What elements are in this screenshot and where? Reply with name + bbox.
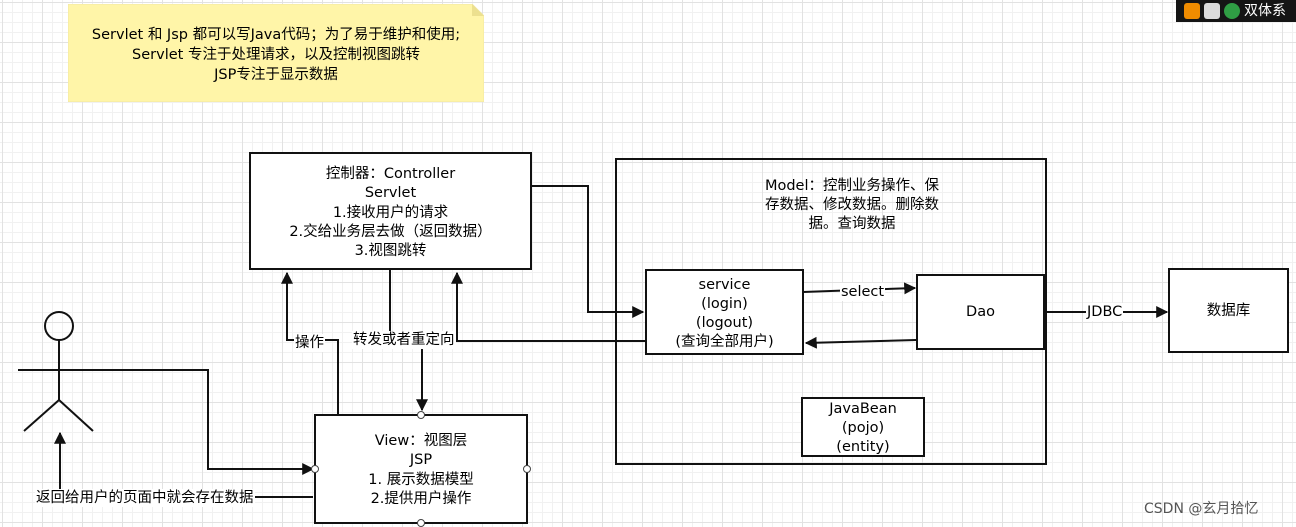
dao-label: Dao [966, 304, 995, 320]
model-desc-2: 存数据、修改数据。删除数 [765, 197, 939, 213]
view-title: View：视图层 [374, 433, 468, 449]
mic-icon[interactable] [1224, 3, 1240, 19]
top-toolbar[interactable]: 双体系 [1176, 0, 1296, 22]
service-login: (login) [701, 296, 748, 312]
edge-label-select: select [840, 283, 886, 301]
controller-step-1: 1.接收用户的请求 [332, 205, 449, 221]
edge-label-jdbc: JDBC [1086, 303, 1124, 321]
controller-step-2: 2.交给业务层去做（返回数据） [289, 224, 492, 240]
view-step-2: 2.提供用户操作 [370, 491, 472, 507]
edge-service-controller [451, 271, 645, 342]
controller-box[interactable] [249, 152, 532, 270]
user-actor [18, 311, 101, 432]
edge-dao-service [804, 336, 917, 349]
javabean-pojo: (pojo) [841, 420, 885, 436]
service-logout: (logout) [695, 315, 754, 331]
dao-box[interactable] [916, 274, 1045, 350]
edge-user-view [101, 369, 315, 475]
view-step-1: 1. 展示数据模型 [368, 472, 474, 488]
note-line-1: Servlet 和 Jsp 都可以写Java代码；为了易于维护和使用; [91, 27, 461, 43]
model-box[interactable] [615, 158, 1047, 465]
controller-title: 控制器：Controller [325, 166, 456, 182]
service-title: service [698, 277, 751, 293]
note-line-2: Servlet 专注于处理请求，以及控制视图跳转 [132, 47, 420, 63]
edge-label-return-page: 返回给用户的页面中就会存在数据 [35, 489, 255, 507]
javabean-entity: (entity) [836, 439, 890, 455]
edit-icon[interactable] [1204, 3, 1220, 19]
model-desc-1: Model：控制业务操作、保 [764, 178, 940, 194]
watermark: CSDN @玄月拾忆 [1144, 501, 1259, 517]
edge-label-forward-redirect: 转发或者重定向 [352, 331, 456, 349]
javabean-box[interactable] [801, 397, 925, 457]
view-jsp: JSP [409, 452, 433, 468]
edge-label-operate: 操作 [294, 334, 325, 352]
controller-step-3: 3.视图跳转 [354, 243, 427, 259]
controller-servlet: Servlet [364, 185, 417, 201]
note-sticky [68, 4, 484, 102]
javabean-title: JavaBean [829, 401, 897, 417]
toolbar-label: 双体系 [1244, 3, 1286, 19]
note-line-3: JSP专注于显示数据 [214, 67, 338, 83]
person-icon[interactable] [1184, 3, 1200, 19]
service-box[interactable] [645, 269, 804, 355]
database-label: 数据库 [1206, 303, 1251, 319]
model-desc-3: 据。查询数据 [808, 216, 896, 232]
database-box[interactable] [1168, 268, 1289, 353]
service-query-all: (查询全部用户) [675, 334, 774, 350]
